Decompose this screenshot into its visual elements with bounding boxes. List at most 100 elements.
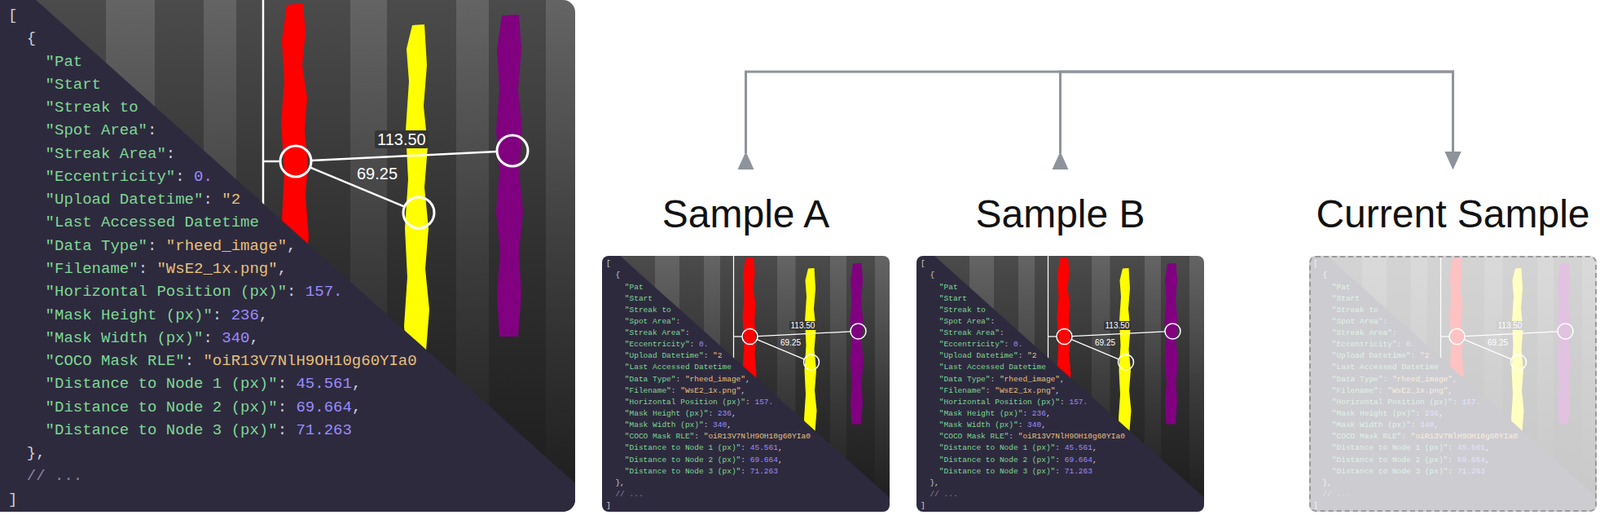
code-line: "Data Type": "rheed_image", <box>1331 373 1458 384</box>
connector <box>1052 71 1462 170</box>
code-panel-background <box>0 0 576 512</box>
code-token: "Last Accessed Datetime <box>939 362 1047 372</box>
code-line: }, <box>929 477 939 488</box>
code-token: 71.263 <box>286 421 352 440</box>
measurement-label: 113.50 <box>1103 320 1131 330</box>
code-token: }, <box>929 478 939 488</box>
code-token: "Spot Area" <box>45 121 148 140</box>
diffraction-band <box>545 0 576 512</box>
code-line: // ... <box>1322 488 1350 499</box>
connector-line <box>746 71 1454 154</box>
node-circle <box>1557 323 1574 339</box>
code-token: , <box>726 420 732 430</box>
code-line: "COCO Mask RLE": "oiR13V7NlH9OH10g60YIa0 <box>939 431 1126 442</box>
node-circle <box>804 354 820 370</box>
code-line: "Horizontal Position (px)": 157. <box>1331 396 1481 407</box>
distance-line <box>1464 331 1558 337</box>
image-background <box>916 255 1205 512</box>
code-token: : <box>690 339 695 349</box>
connector <box>738 71 1462 170</box>
code-line: [ <box>920 259 926 269</box>
code-token: ] <box>920 501 926 510</box>
code-token: 157. <box>1064 397 1089 407</box>
code-token: "Distance to Node 3 (px)" <box>939 465 1056 475</box>
code-token: , <box>286 237 296 255</box>
code-token: "2 <box>707 351 722 361</box>
code-line: "Upload Datetime": "2 <box>45 189 241 210</box>
code-line: "Pat <box>1331 281 1351 292</box>
code-token: : <box>1392 328 1398 338</box>
code-line: "Mask Width (px)": 340, <box>939 419 1047 430</box>
code-line: // ... <box>615 488 643 499</box>
code-token: "COCO Mask RLE" <box>45 351 185 370</box>
code-token: , <box>1438 408 1444 418</box>
code-token: : <box>138 259 148 278</box>
code-token: "Mask Height (px)" <box>45 306 213 325</box>
code-token: "Start <box>624 293 653 303</box>
distance-line <box>1072 331 1165 337</box>
code-token: "Start <box>1331 293 1360 303</box>
code-line: "Distance to Node 2 (px)": 69.664, <box>939 454 1098 465</box>
code-token: { <box>26 29 36 48</box>
code-token: : <box>676 316 682 326</box>
code-line: "Streak to <box>939 304 986 315</box>
code-token: : <box>184 351 194 370</box>
code-token: 0. <box>1401 339 1416 349</box>
panel-content: [{"Pat"Start"Streak to"Spot Area":"Strea… <box>0 0 576 512</box>
center-link <box>734 335 743 337</box>
code-token: , <box>1054 385 1060 395</box>
code-line: "Start <box>624 293 653 304</box>
code-token: "Distance to Node 2 (px)" <box>45 398 278 417</box>
code-line: "Upload Datetime": "2 <box>939 351 1038 361</box>
code-token: : <box>277 398 287 417</box>
code-token: 340 <box>212 329 251 348</box>
image-background <box>1309 255 1597 512</box>
code-line: "Mask Height (px)": 236, <box>624 408 737 418</box>
streak-mask-purple <box>1164 263 1179 425</box>
node-circle <box>1056 329 1073 345</box>
measurement-label: 69.25 <box>780 338 801 348</box>
code-line: // ... <box>929 488 958 499</box>
code-token: "rheed_image" <box>1387 373 1453 383</box>
code-line: "Pat <box>939 281 959 292</box>
center-link <box>1441 335 1451 337</box>
code-token: : <box>212 306 222 325</box>
streak-mask-purple <box>1557 263 1572 425</box>
code-line: "Distance to Node 1 (px)": 45.561, <box>939 443 1098 453</box>
diffraction-band <box>1582 255 1597 512</box>
measurement-label: 69.25 <box>1487 338 1508 348</box>
code-token: : <box>740 465 746 475</box>
code-line: }, <box>615 477 625 488</box>
center-line <box>733 255 735 369</box>
code-token: "Upload Datetime" <box>624 351 704 361</box>
code-token: : <box>1452 397 1458 407</box>
streak-mask-purple <box>496 14 524 337</box>
code-token: : <box>202 190 212 209</box>
code-token: "Spot Area" <box>624 316 677 326</box>
code-token: "Horizontal Position (px)" <box>939 397 1060 407</box>
code-token: "Data Type" <box>1331 373 1384 383</box>
node-circle <box>850 323 866 339</box>
code-token: 157. <box>750 397 774 407</box>
code-token: , <box>1433 420 1439 430</box>
code-token: "2 <box>1415 351 1429 361</box>
code-token: // ... <box>26 466 83 485</box>
code-token: "Horizontal Position (px)" <box>45 282 287 301</box>
code-token: "Streak Area" <box>45 145 167 163</box>
code-token: : <box>277 374 287 393</box>
code-token: "2 <box>212 190 241 209</box>
code-token: 0. <box>694 339 708 349</box>
code-token: , <box>731 408 737 418</box>
code-token: "Spot Area" <box>1331 316 1384 326</box>
code-panel-background <box>1309 255 1597 512</box>
code-token: "Mask Height (px)" <box>1331 408 1416 418</box>
code-token: : <box>1447 454 1453 464</box>
code-token: 69.664 <box>286 398 352 417</box>
code-token: : <box>1018 351 1024 361</box>
code-token: 157. <box>295 282 343 301</box>
code-token: "Streak Area" <box>1331 328 1393 338</box>
code-line: { <box>615 270 620 281</box>
code-token: [ <box>1313 259 1319 269</box>
code-token: : <box>985 385 991 395</box>
code-line: "Last Accessed Datetime <box>45 212 260 233</box>
